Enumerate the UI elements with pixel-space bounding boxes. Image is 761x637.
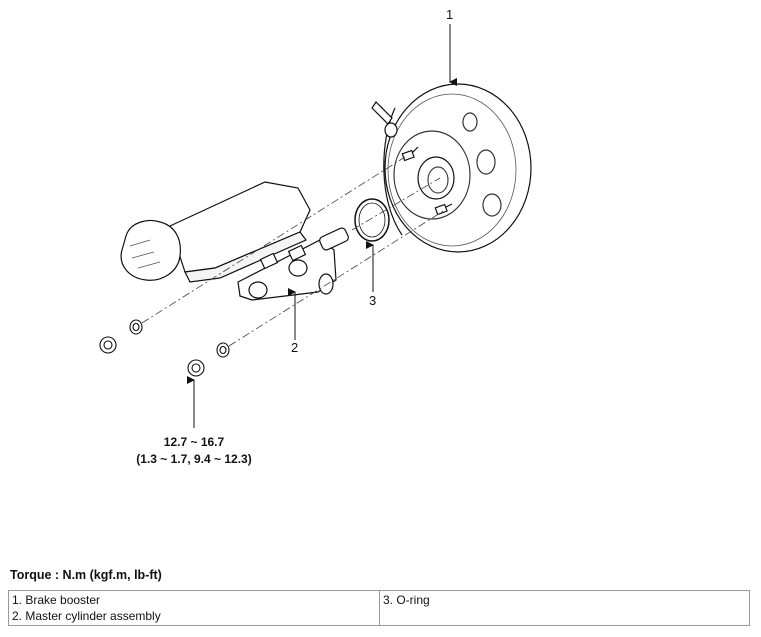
legend-item-o-ring: 3. O-ring: [383, 593, 430, 607]
torque-units-heading: Torque : N.m (kgf.m, lb-ft): [10, 568, 162, 582]
callout-3: 3: [369, 293, 376, 308]
master-cylinder-assembly: [120, 181, 349, 301]
torque-spec-value: 12.7 ~ 16.7: [164, 435, 225, 449]
washer-upper: [129, 319, 143, 335]
brake-booster: [371, 83, 532, 253]
parts-legend-table: 1. Brake booster 2. Master cylinder asse…: [8, 590, 750, 626]
alignment-lines: [141, 156, 446, 347]
callout-leaders: [187, 24, 457, 428]
mounting-nut-upper: [99, 336, 117, 354]
exploded-parts-diagram: 1 2 3 12.7 ~ 16.7 (1.3 ~ 1.7, 9.4 ~ 12.3…: [99, 7, 532, 466]
legend-item-master-cylinder: 2. Master cylinder assembly: [12, 609, 161, 623]
washer-lower: [216, 342, 230, 358]
callout-2: 2: [291, 340, 298, 355]
legend-cell-left: 1. Brake booster 2. Master cylinder asse…: [8, 590, 380, 626]
callout-1: 1: [446, 7, 453, 22]
legend-item-brake-booster: 1. Brake booster: [12, 593, 101, 607]
table-row: 1. Brake booster 2. Master cylinder asse…: [8, 590, 750, 626]
torque-spec-conversion: (1.3 ~ 1.7, 9.4 ~ 12.3): [136, 452, 251, 466]
legend-cell-right: 3. O-ring: [379, 590, 750, 626]
mounting-nut-lower: [187, 359, 205, 377]
o-ring: [354, 198, 390, 242]
